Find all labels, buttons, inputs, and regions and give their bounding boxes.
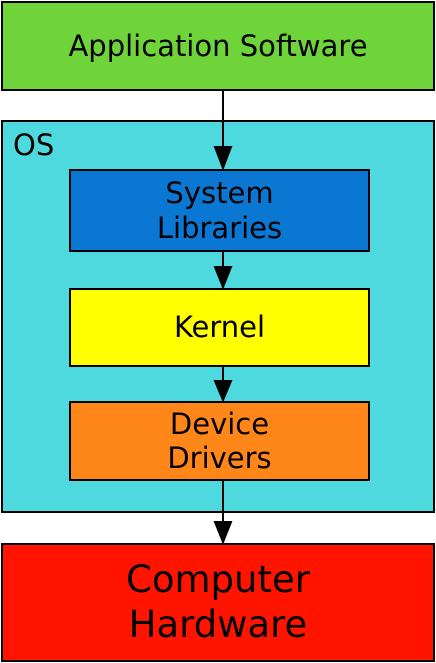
application-software-box: Application Software	[1, 1, 435, 91]
computer-hardware-label: Computer Hardware	[126, 558, 310, 646]
device-drivers-box: Device Drivers	[69, 401, 370, 481]
computer-hardware-box: Computer Hardware	[1, 543, 435, 662]
device-drivers-label: Device Drivers	[167, 406, 272, 475]
application-software-label: Application Software	[68, 28, 368, 63]
system-libraries-label: System Libraries	[156, 176, 283, 245]
kernel-label: Kernel	[173, 310, 266, 345]
kernel-box: Kernel	[69, 288, 370, 367]
os-label: OS	[13, 128, 55, 162]
system-libraries-box: System Libraries	[69, 169, 370, 252]
